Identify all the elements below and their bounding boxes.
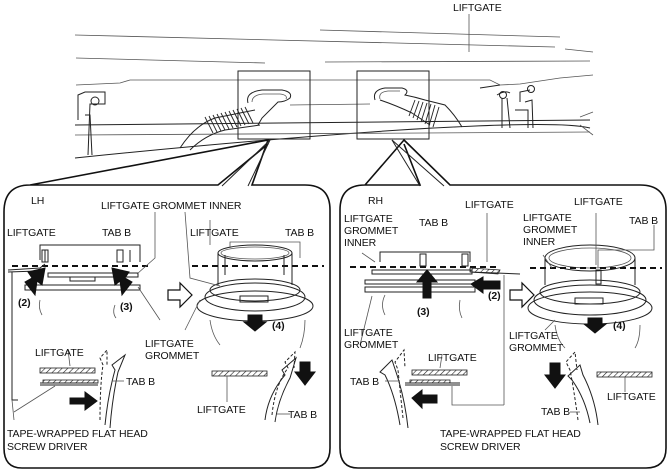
rh-tool-label-2: SCREW DRIVER xyxy=(440,441,521,453)
rh-bottom-tab-b-left: TAB B xyxy=(350,376,380,388)
lh-next-arrow xyxy=(167,281,193,309)
rh-step-2: (2) xyxy=(488,290,501,302)
lh-step-4: (4) xyxy=(272,320,285,332)
rh-grommet-inner-r-2: GROMMET xyxy=(523,224,578,236)
lh-tool-label-1: TAPE-WRAPPED FLAT HEAD xyxy=(7,428,148,440)
rh-grommet-left-1: LIFTGATE xyxy=(344,327,393,339)
rh-tool-label-1: TAPE-WRAPPED FLAT HEAD xyxy=(440,428,581,440)
rh-bottom-tab-b-right: TAB B xyxy=(541,406,571,418)
left-detail-box xyxy=(237,70,311,140)
rh-bottom-liftgate-left: LIFTGATE xyxy=(428,352,477,364)
rh-grommet-left-2: GROMMET xyxy=(344,339,399,351)
rh-grommet-inner-r-1: LIFTGATE xyxy=(523,212,572,224)
rh-step-3: (3) xyxy=(417,306,430,318)
lh-grommet-section-left xyxy=(7,212,161,421)
rh-panel-frame xyxy=(339,138,667,469)
right-detail-box xyxy=(356,70,430,140)
rh-grommet-inner-3: INNER xyxy=(344,237,377,249)
lh-bottom-tab-b-left: TAB B xyxy=(126,376,156,388)
lh-grommet-section-right xyxy=(184,211,324,349)
rh-tab-b-label-right: TAB B xyxy=(629,215,659,227)
lh-tool-label-2: SCREW DRIVER xyxy=(7,441,88,453)
rh-grommet-section-left xyxy=(350,213,521,405)
rh-step-4: (4) xyxy=(613,320,626,332)
lh-panel-frame xyxy=(3,138,331,469)
lh-tab-detail-right xyxy=(211,350,317,423)
rh-grommet-right-2: GROMMET xyxy=(509,342,564,354)
rh-grommet-section-right xyxy=(527,213,662,349)
rh-grommet-inner-2: GROMMET xyxy=(344,225,399,237)
lh-tab-detail-left xyxy=(13,348,127,429)
rh-next-arrow xyxy=(509,281,535,309)
rh-liftgate-label-left: LIFTGATE xyxy=(465,199,514,211)
lh-side-label: LH xyxy=(31,195,45,207)
lh-step-2: (2) xyxy=(18,297,31,309)
lh-step-3: (3) xyxy=(120,301,133,313)
rh-side-label: RH xyxy=(368,195,383,207)
rh-grommet-right-1: LIFTGATE xyxy=(509,330,558,342)
rh-tab-detail-left xyxy=(379,348,504,429)
lh-liftgate-label-right: LIFTGATE xyxy=(190,227,239,239)
lh-grommet-label-1: LIFTGATE xyxy=(145,338,194,350)
rh-bottom-liftgate-right: LIFTGATE xyxy=(607,391,656,403)
lh-liftgate-label-left: LIFTGATE xyxy=(7,227,56,239)
overview-liftgate-label: LIFTGATE xyxy=(453,2,502,14)
rh-tab-b-label-left: TAB B xyxy=(419,217,449,229)
lh-tab-b-label-right: TAB B xyxy=(285,227,315,239)
lh-tab-b-label-left: TAB B xyxy=(102,227,132,239)
lh-grommet-label-2: GROMMET xyxy=(145,350,200,362)
rh-grommet-inner-r-3: INNER xyxy=(523,236,556,248)
lh-bottom-tab-b-right: TAB B xyxy=(288,409,318,421)
rh-liftgate-label-top-right: LIFTGATE xyxy=(574,196,623,208)
lh-bottom-liftgate-right: LIFTGATE xyxy=(197,404,246,416)
rh-grommet-inner-1: LIFTGATE xyxy=(344,213,393,225)
liftgate-overview-drawing xyxy=(74,14,594,159)
rh-tab-detail-right xyxy=(543,350,653,426)
lh-bottom-liftgate-left: LIFTGATE xyxy=(35,347,84,359)
lh-grommet-inner-label: LIFTGATE GROMMET INNER xyxy=(101,200,242,212)
